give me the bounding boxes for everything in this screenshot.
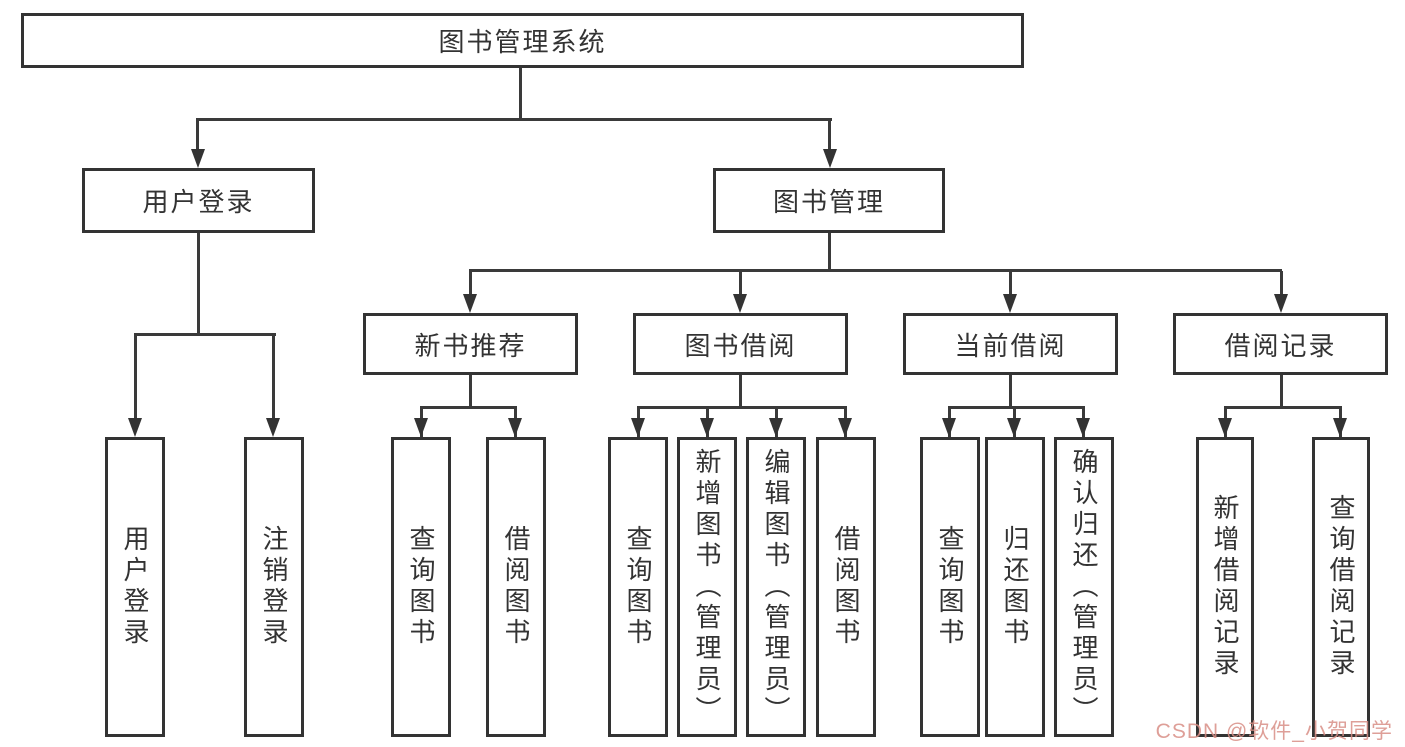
arrowhead-currentborrow-leaf3	[1076, 418, 1090, 437]
leaf-currentborrow-confirm: 确认归还（管理员）	[1054, 437, 1114, 737]
arrowhead-user-login	[191, 149, 205, 168]
node-book-borrow-label: 图书借阅	[684, 330, 797, 361]
leaf-newbook-borrow-label: 借阅图书	[501, 525, 531, 649]
leaf-bookborrow-query: 查询图书	[608, 437, 668, 737]
leaf-bookborrow-add: 新增图书（管理员）	[677, 437, 737, 737]
node-book-management: 图书管理	[713, 168, 945, 233]
connector-level2-left-stem	[196, 120, 199, 151]
node-new-book-label: 新书推荐	[414, 330, 527, 361]
connector-level3-hbar	[469, 269, 1282, 272]
node-user-login: 用户登录	[82, 168, 315, 233]
connector-currentborrow-hbar	[948, 406, 1085, 409]
leaf-bookborrow-query-label: 查询图书	[623, 525, 653, 649]
leaf-currentborrow-query-label: 查询图书	[935, 525, 965, 649]
leaf-bookborrow-add-label: 新增图书（管理员）	[692, 447, 722, 727]
arrowhead-bookborrow-leaf4	[838, 418, 852, 437]
node-root-label: 图书管理系统	[438, 27, 607, 57]
node-borrow-record: 借阅记录	[1173, 313, 1388, 375]
leaf-newbook-query: 查询图书	[391, 437, 451, 737]
node-book-borrow: 图书借阅	[633, 313, 848, 375]
leaf-record-add-label: 新增借阅记录	[1210, 494, 1240, 680]
arrowhead-borrowrecord-leaf1	[1218, 418, 1232, 437]
arrowhead-newbook-leaf2	[508, 418, 522, 437]
leaf-logout-label: 注销登录	[259, 525, 289, 649]
connector-level2-right-stem	[828, 120, 831, 151]
arrowhead-newbook-leaf1	[414, 418, 428, 437]
csdn-watermark: CSDN @软件_小贺同学	[1155, 720, 1393, 743]
connector-borrowrecord-hbar	[1224, 406, 1342, 409]
node-root: 图书管理系统	[21, 13, 1024, 68]
connector-borrowrecord-stem	[1280, 375, 1283, 408]
leaf-newbook-borrow: 借阅图书	[486, 437, 546, 737]
connector-level3-stem-2	[739, 271, 742, 297]
leaf-currentborrow-return-label: 归还图书	[1000, 525, 1030, 649]
connector-bookborrow-stem	[739, 375, 742, 408]
leaf-user-login-label: 用户登录	[120, 525, 150, 649]
leaf-currentborrow-confirm-label: 确认归还（管理员）	[1069, 447, 1099, 727]
connector-level2-hbar	[196, 118, 832, 121]
arrowhead-bookborrow-leaf1	[631, 418, 645, 437]
arrowhead-book-management	[823, 149, 837, 168]
connector-newbook-stem	[469, 375, 472, 408]
arrowhead-currentborrow-leaf1	[942, 418, 956, 437]
arrowhead-book-borrow	[733, 294, 747, 313]
arrowhead-current-borrow	[1003, 294, 1017, 313]
leaf-bookborrow-edit: 编辑图书（管理员）	[746, 437, 806, 737]
connector-userlogin-stem	[197, 233, 200, 336]
arrowhead-userlogin-leaf1	[128, 418, 142, 437]
leaf-record-query: 查询借阅记录	[1312, 437, 1370, 737]
leaf-bookborrow-edit-label: 编辑图书（管理员）	[761, 447, 791, 727]
arrowhead-new-book	[463, 294, 477, 313]
arrowhead-bookborrow-leaf3	[769, 418, 783, 437]
connector-userlogin-hbar	[134, 333, 276, 336]
node-current-borrow: 当前借阅	[903, 313, 1118, 375]
arrowhead-currentborrow-leaf2	[1007, 418, 1021, 437]
leaf-record-query-label: 查询借阅记录	[1326, 494, 1356, 680]
connector-userlogin-leaf1-stem	[134, 335, 137, 420]
node-borrow-record-label: 借阅记录	[1224, 330, 1337, 361]
connector-bookborrow-hbar	[637, 406, 847, 409]
leaf-currentborrow-return: 归还图书	[985, 437, 1045, 737]
connector-bookmgmt-stem	[828, 233, 831, 271]
connector-userlogin-leaf2-stem	[272, 335, 275, 420]
connector-newbook-hbar	[420, 406, 517, 409]
arrowhead-userlogin-leaf2	[266, 418, 280, 437]
node-user-login-label: 用户登录	[142, 187, 255, 217]
arrowhead-borrow-record	[1274, 294, 1288, 313]
connector-level3-stem-3	[1009, 271, 1012, 297]
node-current-borrow-label: 当前借阅	[954, 330, 1067, 361]
leaf-bookborrow-borrow-label: 借阅图书	[831, 525, 861, 649]
arrowhead-borrowrecord-leaf2	[1333, 418, 1347, 437]
connector-level3-stem-1	[469, 271, 472, 297]
node-new-book: 新书推荐	[363, 313, 578, 375]
leaf-bookborrow-borrow: 借阅图书	[816, 437, 876, 737]
leaf-logout: 注销登录	[244, 437, 304, 737]
arrowhead-bookborrow-leaf2	[700, 418, 714, 437]
connector-root-stem	[519, 68, 522, 121]
leaf-newbook-query-label: 查询图书	[406, 525, 436, 649]
leaf-user-login: 用户登录	[105, 437, 165, 737]
leaf-currentborrow-query: 查询图书	[920, 437, 980, 737]
connector-currentborrow-stem	[1009, 375, 1012, 408]
connector-level3-stem-4	[1280, 271, 1283, 297]
node-book-management-label: 图书管理	[772, 187, 885, 217]
leaf-record-add: 新增借阅记录	[1196, 437, 1254, 737]
